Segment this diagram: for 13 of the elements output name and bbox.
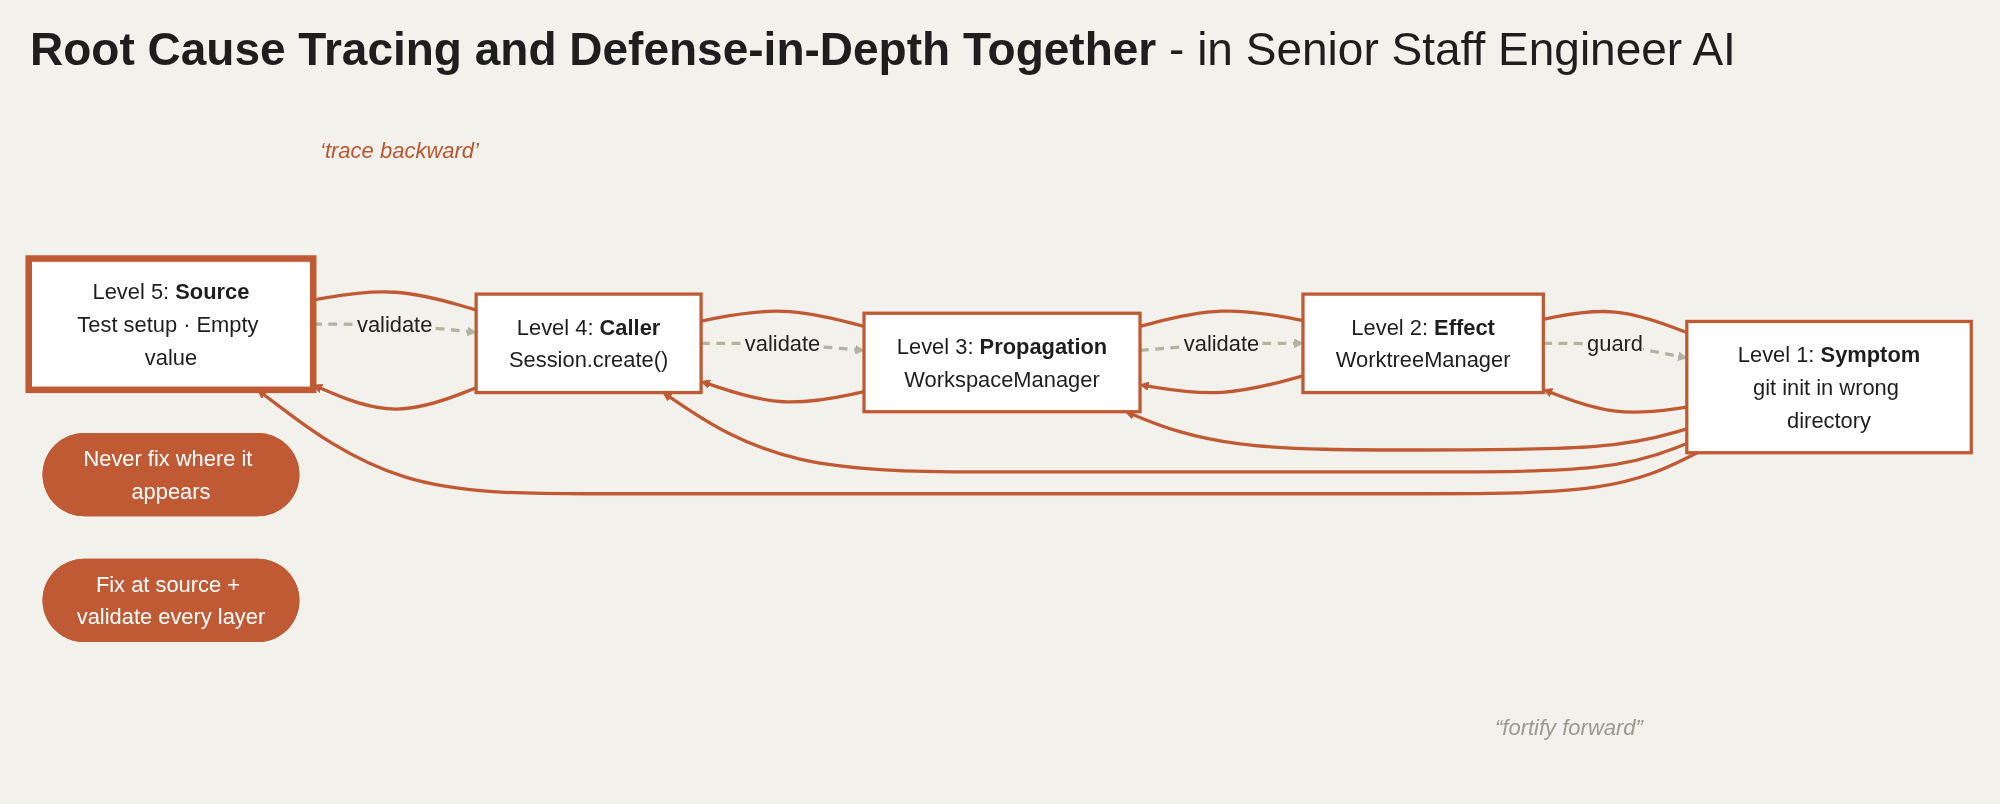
node-box: Level 5: Source Test setup · Empty value — [25, 255, 317, 394]
node-box: Level 1: Symptom git init in wrong directory — [1685, 319, 1973, 455]
note-text: “fortify forward” — [1495, 715, 1643, 741]
note-text: ‘trace backward’ — [320, 138, 479, 164]
edge-label: validate — [744, 331, 821, 356]
diagram-title: Root Cause Tracing and Defense-in-Depth Together - in Senior Staff Engineer AI — [30, 22, 1736, 76]
node-box: Level 4: Caller Session.create() — [474, 292, 703, 395]
arrow — [257, 389, 1699, 496]
edge-label: validate — [1183, 331, 1260, 356]
node-box: Level 2: Effect WorktreeManager — [1301, 292, 1545, 395]
edge-label: validate — [356, 312, 433, 337]
edge-label: guard — [1587, 331, 1644, 356]
node-box: Level 3: Propagation WorkspaceManager — [862, 311, 1142, 414]
